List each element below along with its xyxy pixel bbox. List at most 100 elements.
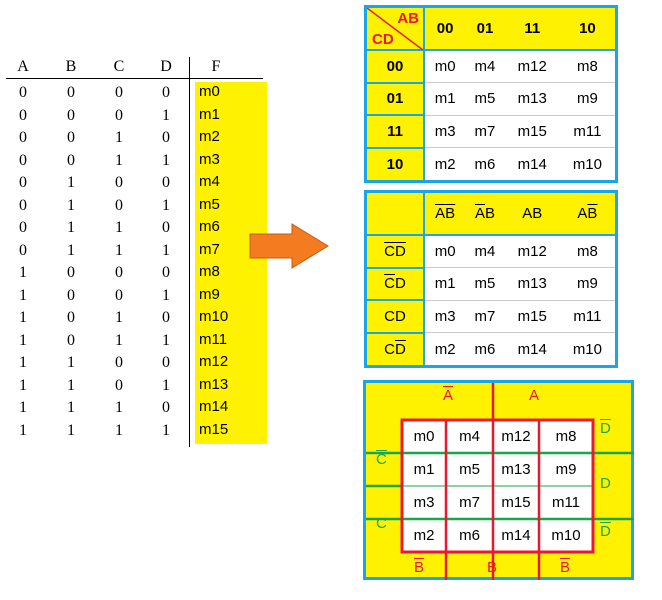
output-column-highlight [195, 82, 267, 444]
label-b-bar-left: B [414, 559, 425, 576]
kmap-cell: m13 [504, 267, 560, 301]
col-label: 00 [424, 8, 466, 51]
truth-table-cell: 0 [162, 174, 170, 191]
row-label: 01 [367, 82, 425, 116]
truth-table-cell: 0 [115, 376, 123, 394]
label-d: D [600, 475, 611, 492]
kmap-cell: m13 [504, 82, 560, 116]
kmap-cell: m6 [465, 147, 505, 180]
truth-table-cell: 0 [67, 331, 75, 349]
minterm-label: m15 [199, 420, 229, 438]
truth-table-cell: 1 [115, 399, 123, 416]
truth-table-cell: 0 [67, 84, 75, 101]
minterm-label: m5 [199, 195, 220, 213]
label-d-bar-bottom: D [600, 523, 611, 540]
kmap-cell: m9 [555, 461, 577, 478]
truth-table-cell: 0 [19, 219, 27, 236]
truth-table-cell: 1 [67, 399, 75, 416]
kmap-cell: m14 [501, 527, 531, 544]
kmap-cell: m15 [504, 300, 560, 333]
minterm-label: m4 [199, 173, 220, 190]
kmap-cell: m13 [501, 461, 531, 478]
truth-table-cell: 0 [115, 264, 123, 281]
minterm-label: m10 [199, 308, 229, 325]
minterm-label: m7 [199, 240, 220, 258]
truth-table-cell: 1 [19, 264, 27, 281]
truth-table-cell: 0 [115, 106, 123, 124]
kmap-cell: m7 [465, 300, 505, 333]
truth-table-cell: 0 [19, 174, 27, 191]
truth-table-cell: 0 [67, 309, 75, 326]
corner-ab-label: AB [397, 10, 419, 27]
kmap-cell: m5 [459, 461, 480, 478]
kmap-cell: m10 [559, 147, 615, 180]
label-c: C [376, 515, 387, 532]
truth-table-cell: 0 [162, 309, 170, 326]
kmap-cell: m15 [504, 115, 560, 148]
row-label: CD [367, 300, 425, 334]
truth-table-cell: 0 [162, 219, 170, 236]
header-b: B [65, 58, 77, 75]
truth-table-cell: 0 [19, 129, 27, 146]
kmap-cell: m4 [465, 235, 505, 268]
kmap-cell: m4 [459, 428, 480, 445]
kmap-cell: m14 [504, 147, 560, 180]
kmap-cell: m7 [465, 115, 505, 148]
label-c-bar: C [376, 451, 387, 468]
truth-table-cell: 1 [115, 129, 123, 146]
kmap-cell: m2 [424, 332, 466, 365]
truth-table-cell: 1 [162, 241, 170, 259]
row-label: CD [367, 332, 425, 365]
col-label: AB [504, 193, 560, 236]
row-label: 11 [367, 115, 425, 149]
truth-table-cell: 1 [115, 421, 123, 439]
header-f: F [211, 58, 221, 75]
minterm-label: m13 [199, 375, 229, 393]
minterm-label: m12 [199, 353, 229, 370]
kmap-cell: m12 [501, 428, 531, 445]
truth-table-cell: 1 [162, 376, 170, 394]
truth-table-cell: 1 [19, 376, 27, 394]
kmap-cell: m15 [501, 494, 531, 511]
kmap-cell: m12 [504, 50, 560, 83]
truth-table-cell: 0 [19, 241, 27, 259]
truth-table-cell: 1 [67, 219, 75, 236]
row-label: CD [367, 235, 425, 269]
truth-table-cell: 1 [67, 196, 75, 214]
header-d: D [160, 58, 172, 75]
kmap-cell: m14 [504, 332, 560, 365]
truth-table-cell: 0 [19, 84, 27, 101]
kmap-cell: m3 [413, 494, 435, 511]
kmap-cell: m2 [424, 147, 466, 180]
truth-table-cell: 0 [67, 286, 75, 304]
truth-table-cell: 1 [162, 331, 170, 349]
label-a: A [529, 387, 540, 404]
truth-table-cell: 1 [67, 241, 75, 259]
truth-table-cell: 1 [162, 286, 170, 304]
row-label: CD [367, 267, 425, 301]
minterm-label: m2 [199, 128, 220, 145]
kmap-cell: m0 [413, 428, 435, 445]
kmap-cell: m6 [459, 527, 480, 544]
kmap-cell: m8 [559, 235, 615, 268]
truth-table-cell: 1 [67, 354, 75, 371]
truth-table-cell: 0 [115, 174, 123, 191]
label-a-bar: A [443, 387, 454, 404]
kmap-cell: m5 [465, 82, 505, 116]
truth-table-cell: 0 [162, 354, 170, 371]
kmap-cell: m11 [551, 494, 581, 511]
truth-table-cell: 1 [115, 331, 123, 349]
kmap-cell: m10 [559, 332, 615, 365]
kmap-cell: m3 [424, 300, 466, 333]
truth-table-cell: 1 [162, 196, 170, 214]
kmap-cell: m10 [551, 527, 581, 544]
kmap-cell: m1 [413, 461, 435, 478]
header-divider [6, 78, 263, 79]
kmap-cell: m0 [424, 50, 466, 83]
kmap-cell: m4 [465, 50, 505, 83]
truth-table-cell: 1 [162, 106, 170, 124]
minterm-label: m9 [199, 285, 220, 303]
minterm-label: m8 [199, 263, 220, 280]
truth-table-cell: 0 [115, 196, 123, 214]
